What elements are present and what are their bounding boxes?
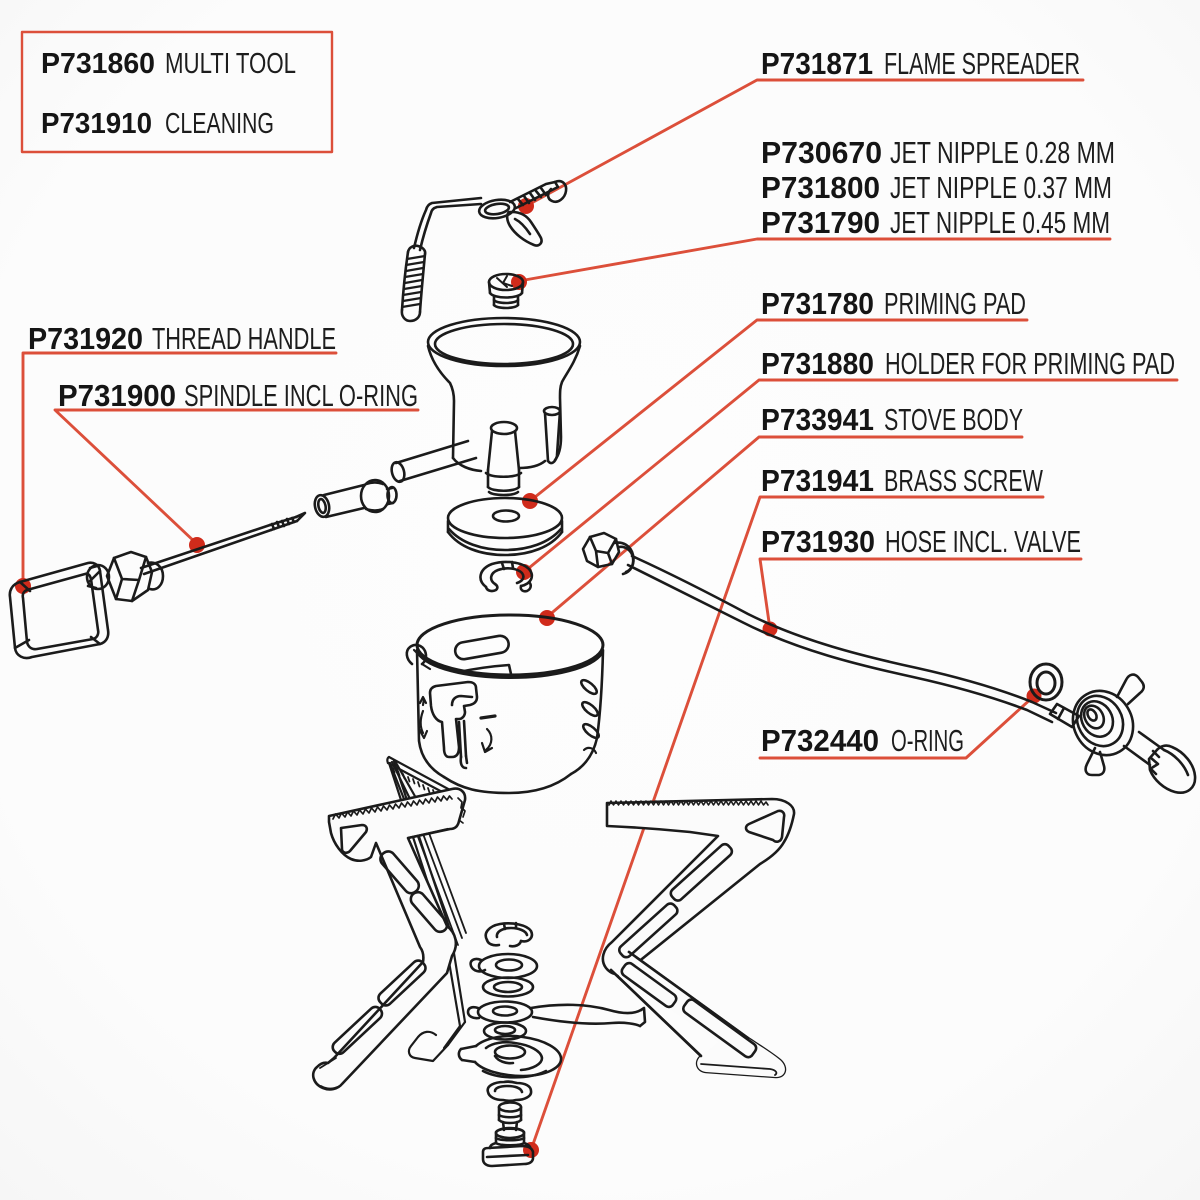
- svg-text:BRASS SCREW: BRASS SCREW: [884, 463, 1044, 498]
- svg-text:PRIMING PAD: PRIMING PAD: [884, 286, 1026, 321]
- svg-text:STOVE BODY: STOVE BODY: [884, 402, 1023, 437]
- svg-text:P732440: P732440: [761, 723, 879, 758]
- svg-text:P731800: P731800: [761, 170, 880, 205]
- svg-text:P731900: P731900: [58, 378, 176, 413]
- svg-text:JET NIPPLE 0.45 MM: JET NIPPLE 0.45 MM: [890, 205, 1110, 240]
- svg-text:P731880: P731880: [761, 346, 874, 381]
- svg-text:P731790: P731790: [761, 205, 880, 240]
- svg-text:MULTI TOOL: MULTI TOOL: [165, 48, 296, 80]
- svg-text:P731780: P731780: [761, 286, 874, 321]
- svg-text:HOSE INCL. VALVE: HOSE INCL. VALVE: [885, 524, 1081, 559]
- svg-text:P731930: P731930: [761, 524, 875, 559]
- svg-text:P731910: P731910: [41, 108, 152, 140]
- svg-text:THREAD HANDLE: THREAD HANDLE: [152, 321, 336, 356]
- svg-text:P733941: P733941: [761, 402, 874, 437]
- svg-text:O-RING: O-RING: [891, 723, 964, 758]
- svg-text:P731860: P731860: [41, 48, 155, 80]
- svg-text:JET NIPPLE 0.37 MM: JET NIPPLE 0.37 MM: [890, 170, 1112, 205]
- svg-text:JET NIPPLE 0.28 MM: JET NIPPLE 0.28 MM: [890, 135, 1115, 170]
- svg-text:P731871: P731871: [761, 46, 873, 81]
- svg-text:CLEANING: CLEANING: [165, 108, 274, 140]
- svg-text:P731920: P731920: [28, 321, 143, 356]
- svg-text:SPINDLE INCL O-RING: SPINDLE INCL O-RING: [184, 378, 418, 413]
- svg-text:P731941: P731941: [761, 463, 874, 498]
- svg-text:HOLDER FOR PRIMING PAD: HOLDER FOR PRIMING PAD: [885, 346, 1175, 381]
- svg-text:FLAME SPREADER: FLAME SPREADER: [884, 46, 1080, 81]
- svg-text:P730670: P730670: [761, 135, 882, 170]
